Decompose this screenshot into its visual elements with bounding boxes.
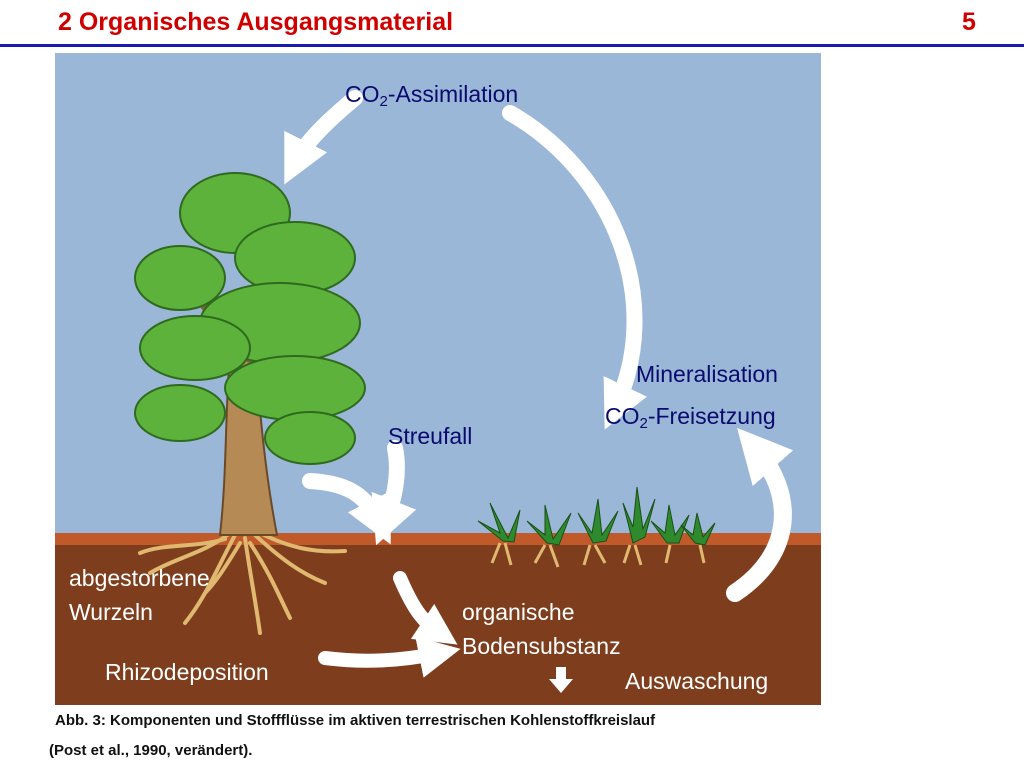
figure-caption-line2: (Post et al., 1990, verändert). bbox=[49, 742, 253, 759]
label-bodensubstanz: Bodensubstanz bbox=[462, 633, 621, 659]
label-streufall: Streufall bbox=[388, 423, 473, 449]
slide-title: 2 Organisches Ausgangsmaterial bbox=[58, 8, 454, 36]
tree-foliage bbox=[134, 172, 366, 465]
flux-arrows bbox=[284, 90, 794, 678]
label-auswaschung: Auswaschung bbox=[625, 668, 769, 694]
label-mineralisation: Mineralisation bbox=[636, 361, 778, 387]
freisetzung-arrow bbox=[726, 427, 794, 602]
label-co2-assimilation: CO2-Assimilation bbox=[345, 81, 519, 110]
streufall-arrow-lower bbox=[302, 473, 391, 545]
mineralisation-arrow bbox=[502, 105, 647, 430]
label-organische: organische bbox=[462, 599, 575, 625]
label-co2-freisetzung: CO2-Freisetzung bbox=[605, 403, 776, 432]
slide-number: 5 bbox=[962, 8, 976, 36]
label-wurzeln: Wurzeln bbox=[69, 599, 153, 625]
rhizodeposition-arrow bbox=[318, 636, 461, 678]
down-arrow-icon bbox=[549, 667, 573, 693]
title-rule bbox=[0, 44, 1024, 47]
small-plants bbox=[477, 486, 716, 568]
carbon-cycle-illustration bbox=[55, 53, 821, 705]
carbon-cycle-figure: CO2-Assimilation Mineralisation CO2-Frei… bbox=[55, 53, 821, 705]
assimilation-arrow bbox=[284, 90, 363, 185]
figure-caption-line1: Abb. 3: Komponenten und Stoffflüsse im a… bbox=[55, 712, 656, 729]
tree-roots bbox=[138, 531, 347, 635]
root-to-soil-arrow bbox=[393, 571, 458, 645]
label-rhizodeposition: Rhizodeposition bbox=[105, 659, 269, 685]
label-abgestorbene: abgestorbene bbox=[69, 565, 210, 591]
